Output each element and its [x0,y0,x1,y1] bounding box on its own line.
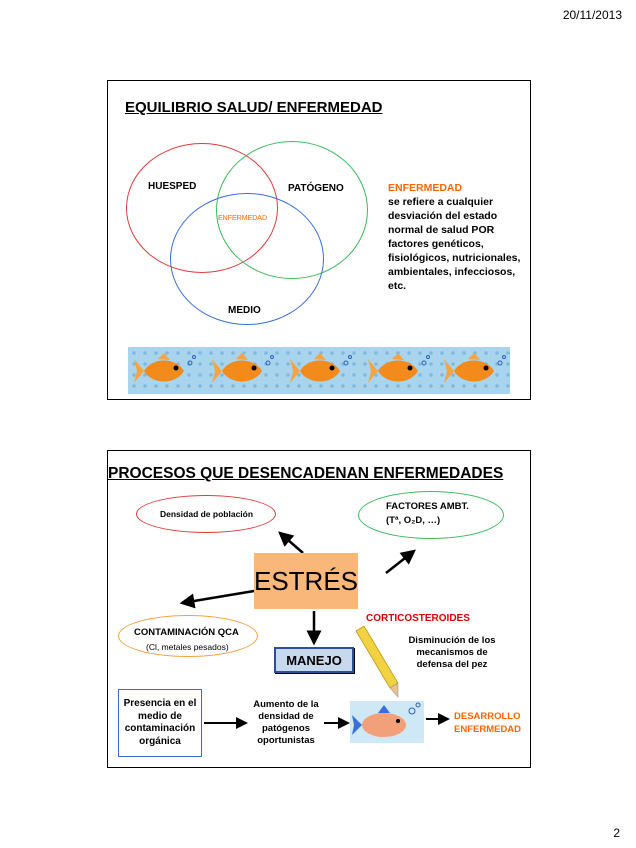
sick-fish-icon [350,701,424,743]
densidad-label: Densidad de población [160,509,254,519]
manejo-box: MANEJO [274,647,354,673]
page-number: 2 [613,826,620,840]
arrow-to-factores [385,549,416,574]
definition-text: se refiere a cualquier desviación del es… [388,196,521,292]
goldfish-icon [134,353,196,383]
contaminacion-line2: (Cl, metales pesados) [146,642,229,652]
contaminacion-line1: CONTAMINACIÓN QCA [134,627,239,638]
presencia-box: Presencia en el medio de contaminación o… [118,689,202,757]
arrow-to-densidad [278,531,304,554]
slide2-title: PROCESOS QUE DESENCADENAN ENFERMEDADES [108,465,504,482]
estres-box: ESTRÉS [254,553,358,609]
goldfish-icon [290,353,352,383]
factores-line2: (Tª, O₂D, …) [386,515,441,526]
goldfish-icon [212,353,274,383]
slide-procesos: PROCESOS QUE DESENCADENAN ENFERMEDADES D… [107,450,531,768]
factores-line1: FACTORES AMBT. [386,501,469,512]
venn-label-enfermedad: ENFERMEDAD [218,215,268,222]
arrow-to-contaminacion [179,589,255,609]
venn-circle-medio [170,193,324,325]
definition-block: ENFERMEDAD se refiere a cualquier desvia… [388,181,528,293]
oval-contaminacion [118,615,258,657]
venn-label-patogeno: PATÓGENO [288,183,344,194]
pencil-icon [355,625,399,698]
venn-label-huesped: HUESPED [148,181,197,192]
goldfish-icon [444,353,506,383]
oval-densidad [136,495,276,533]
definition-term: ENFERMEDAD [388,182,463,194]
goldfish-banner [128,347,510,394]
goldfish-icon [368,353,430,383]
disminucion-label: Disminución de los mecanismos de defensa… [408,635,496,670]
corticosteroides-label: CORTICOSTEROIDES [366,613,470,624]
aumento-label: Aumento de la densidad de patógenos opor… [253,699,319,746]
oval-factores [358,491,504,539]
slide-equilibrio: EQUILIBRIO SALUD/ ENFERMEDAD HUESPED PAT… [107,80,531,400]
desarrollo-line1: DESARROLLO [454,711,521,722]
venn-label-medio: MEDIO [228,305,261,316]
desarrollo-line2: ENFERMEDAD [454,724,522,735]
date: 20/11/2013 [562,8,622,22]
slide1-title: EQUILIBRIO SALUD/ ENFERMEDAD [125,99,383,116]
